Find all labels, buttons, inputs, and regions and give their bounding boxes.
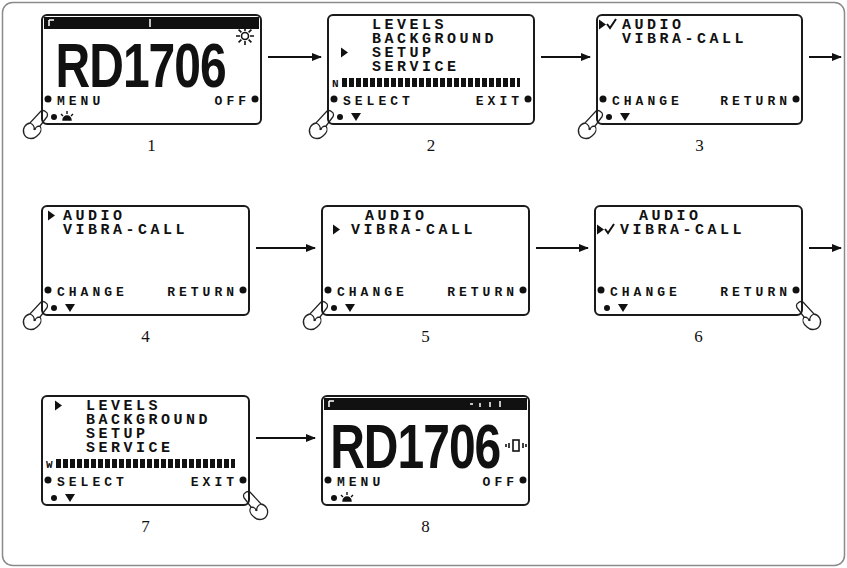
level-bar — [342, 78, 520, 87]
outer-frame — [3, 3, 845, 566]
lcd-screen: LEVELSBACKGROUNDSETUPSERVICENSELECTEXIT2 — [327, 14, 535, 125]
lcd-screen: AUDIOVIBRA-CALLCHANGERETURN5 — [321, 205, 530, 316]
menu-item: AUDIO — [63, 209, 126, 224]
step-number: 5 — [323, 328, 528, 345]
level-indicator: N — [332, 79, 339, 90]
softkey-label: OFF — [215, 95, 250, 108]
softkey-label: RETURN — [447, 286, 518, 299]
flow-arrow — [536, 247, 588, 249]
continue-arrow — [809, 247, 841, 249]
step-number: 1 — [43, 137, 260, 154]
softkey-label: RETURN — [167, 286, 238, 299]
menu-item: AUDIO — [365, 209, 428, 224]
menu-item: LEVELS — [86, 399, 161, 414]
lcd-screen: AUDIOVIBRA-CALLCHANGERETURN4 — [41, 205, 250, 316]
menu-item: VIBRA-CALL — [351, 223, 476, 238]
menu-item: SETUP — [86, 427, 149, 442]
softkey-label: CHANGE — [610, 286, 681, 299]
menu-item: VIBRA-CALL — [620, 223, 745, 238]
menu-item: VIBRA-CALL — [622, 32, 747, 47]
softkey-label: MENU — [337, 476, 384, 489]
menu-item: SERVICE — [372, 60, 460, 75]
step-number: 4 — [43, 328, 248, 345]
menu-item: BACKGROUND — [372, 32, 497, 47]
softkey-label: SELECT — [57, 476, 128, 489]
softkey-label: SELECT — [343, 95, 414, 108]
lcd-screen: RD1706MENUOFF8 — [321, 395, 530, 506]
softkey-label: CHANGE — [612, 95, 683, 108]
step-number: 7 — [43, 518, 248, 535]
step-number: 8 — [323, 518, 528, 535]
lcd-screen: AUDIOVIBRA-CALLCHANGERETURN3 — [596, 14, 803, 125]
menu-item: BACKGROUND — [86, 413, 211, 428]
softkey-label: EXIT — [191, 476, 238, 489]
softkey-label: MENU — [57, 95, 104, 108]
continue-arrow — [809, 56, 841, 58]
flow-arrow — [541, 56, 590, 58]
softkey-label: OFF — [483, 476, 518, 489]
lcd-screen: AUDIOVIBRA-CALLCHANGERETURN6 — [594, 205, 803, 316]
softkey-bullet — [45, 96, 800, 502]
menu-item: AUDIO — [622, 18, 685, 33]
light-icon — [61, 111, 353, 501]
model-name: RD1706 — [43, 35, 238, 97]
softkey-label: CHANGE — [57, 286, 128, 299]
backlight-icon — [236, 27, 254, 45]
step-number: 2 — [329, 137, 533, 154]
step-number: 6 — [596, 328, 801, 345]
softkey-label: RETURN — [720, 286, 791, 299]
softkey-label: RETURN — [720, 95, 791, 108]
status-bar — [44, 17, 527, 410]
level-bar — [56, 459, 235, 468]
flow-arrow — [256, 247, 315, 249]
menu-item: LEVELS — [372, 18, 447, 33]
check-symbol — [605, 19, 616, 233]
flow-arrow — [268, 56, 321, 58]
down-symbol — [65, 113, 630, 502]
menu-item: SETUP — [372, 46, 435, 61]
hand-pointer — [23, 111, 820, 520]
softkey-label: EXIT — [476, 95, 523, 108]
menu-item: VIBRA-CALL — [63, 223, 188, 238]
step-number: 3 — [598, 137, 801, 154]
flow-arrow — [256, 437, 315, 439]
softkey-label: CHANGE — [337, 286, 408, 299]
menu-item: AUDIO — [639, 209, 702, 224]
vibrate-icon — [506, 440, 526, 451]
menu-item: SERVICE — [86, 441, 174, 456]
lcd-screen: RD1706MENUOFF1 — [41, 14, 262, 125]
model-name: RD1706 — [323, 416, 508, 478]
lcd-screen: LEVELSBACKGROUNDSETUPSERVICEWSELECTEXIT7 — [41, 395, 250, 506]
level-indicator: W — [46, 460, 53, 471]
